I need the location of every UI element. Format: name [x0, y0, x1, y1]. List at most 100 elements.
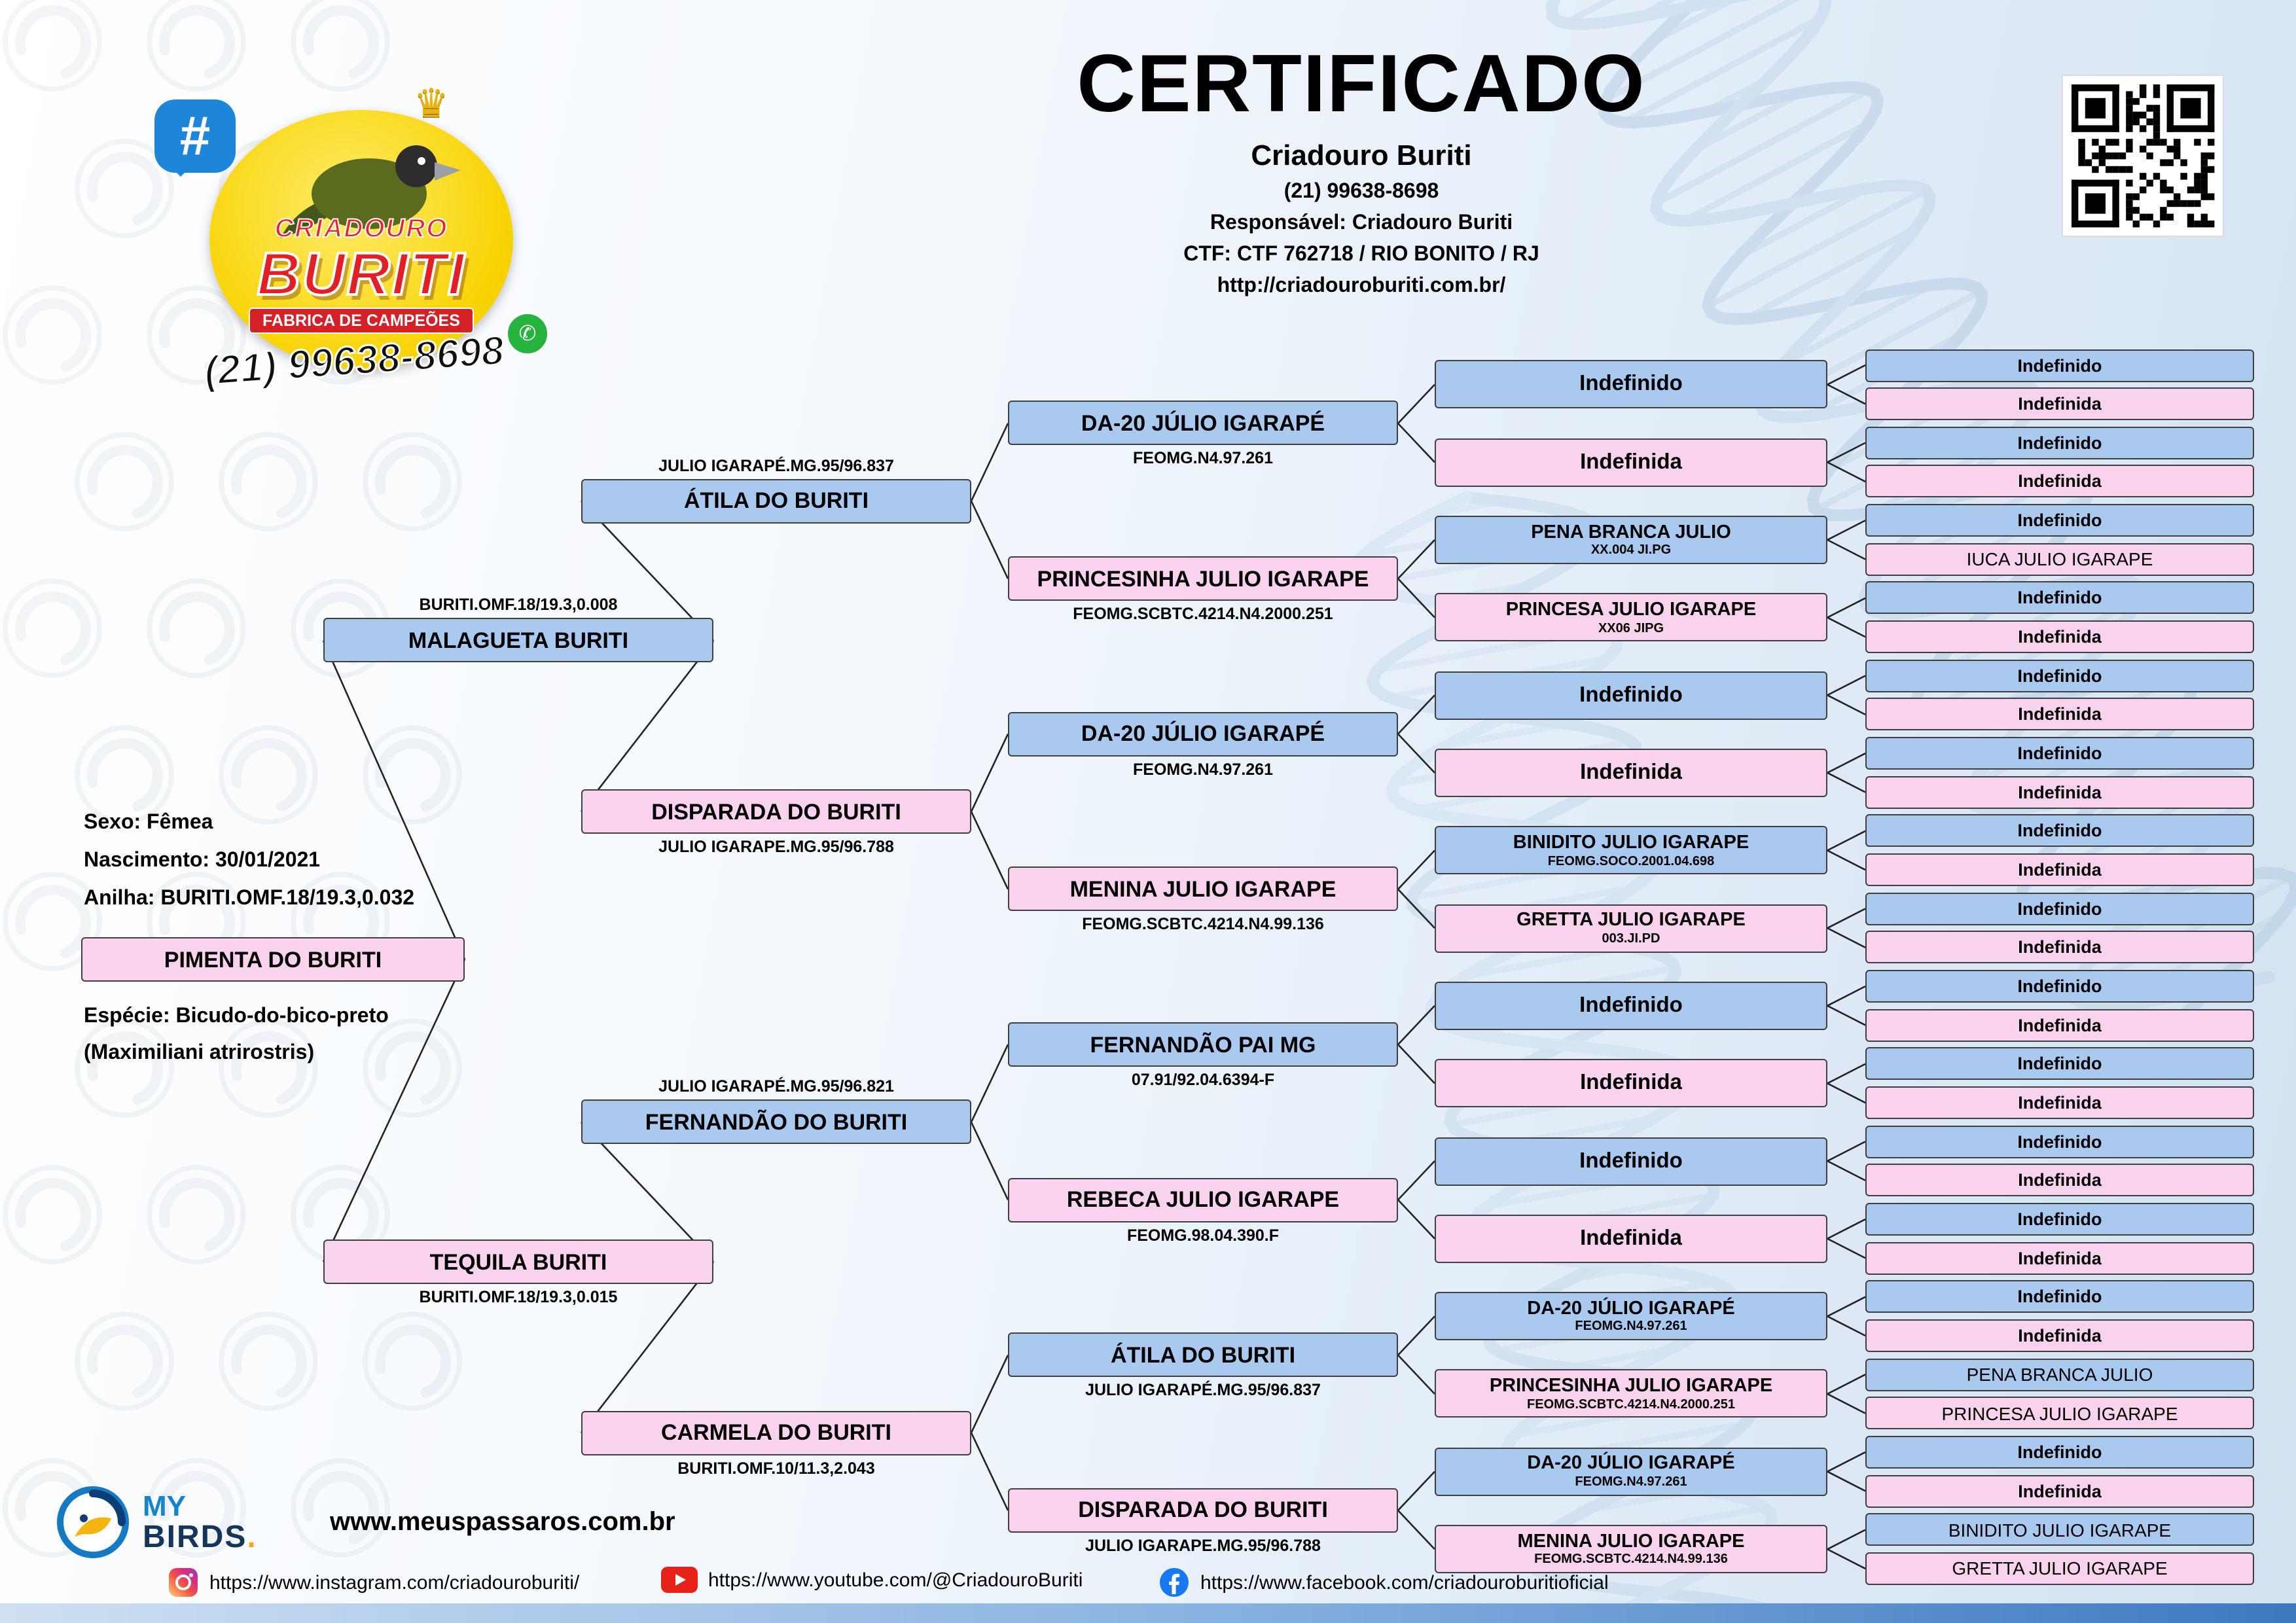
- pedigree-node-gen5-19: Indefinida: [1865, 1086, 2254, 1120]
- bird-name: Indefinido: [2017, 666, 2102, 686]
- subject-species: Espécie: Bicudo-do-bico-preto: [84, 1005, 389, 1027]
- brand-dot: .: [247, 1519, 257, 1555]
- pedigree-node-gen5-28: Indefinido: [1865, 1435, 2254, 1469]
- bird-name: Indefinida: [1580, 1071, 1682, 1095]
- subject-species-latin: (Maximiliani atrirostris): [84, 1042, 315, 1064]
- bird-name: Indefinido: [2017, 899, 2102, 919]
- pedigree-node-gen5-2: Indefinido: [1865, 426, 2254, 459]
- pedigree-node-gen5-31: GRETTA JULIO IGARAPE: [1865, 1552, 2254, 1585]
- bird-name: Indefinido: [2017, 1287, 2102, 1307]
- bird-name: Indefinido: [2017, 433, 2102, 453]
- bird-name: GRETTA JULIO IGARAPE: [1952, 1558, 2168, 1579]
- pedigree-node-gen5-5: IUCA JULIO IGARAPE: [1865, 543, 2254, 576]
- bird-name: Indefinido: [1579, 372, 1683, 396]
- bird-name: DA-20 JÚLIO IGARAPÉ: [1081, 410, 1325, 436]
- ring-number: FEOMG.N4.97.261: [1575, 1319, 1687, 1334]
- pedigree-node-gen5-21: Indefinida: [1865, 1164, 2254, 1197]
- subject-ring-number: Anilha: BURITI.OMF.18/19.3,0.032: [84, 887, 415, 910]
- pedigree-node-gen5-11: Indefinida: [1865, 776, 2254, 809]
- pedigree-node-gen5-10: Indefinido: [1865, 737, 2254, 770]
- bird-name: Indefinida: [2018, 1481, 2102, 1501]
- logo-banner-text: FABRICA DE CAMPEÕES: [248, 308, 475, 334]
- bird-name: ÁTILA DO BURITI: [1110, 1342, 1296, 1368]
- bird-name: Indefinida: [2018, 1326, 2102, 1346]
- bird-name: Indefinida: [2018, 782, 2102, 802]
- pedigree-node-gen5-26: PENA BRANCA JULIO: [1865, 1358, 2254, 1391]
- pedigree-node-gen3-7: DISPARADA DO BURITI JULIO IGARAPE.MG.95/9…: [1008, 1488, 1398, 1555]
- pedigree-node-gen5-4: Indefinido: [1865, 504, 2254, 537]
- bird-name: Indefinida: [1580, 450, 1682, 474]
- facebook-icon: [1160, 1568, 1189, 1597]
- bird-name: PENA BRANCA JULIO: [1966, 1364, 2153, 1385]
- bird-name: Indefinida: [2018, 860, 2102, 880]
- pedigree-node-gen5-12: Indefinido: [1865, 814, 2254, 847]
- bird-name: PRINCESINHA JULIO IGARAPE: [1489, 1376, 1773, 1397]
- pedigree-node-gen5-7: Indefinida: [1865, 620, 2254, 654]
- bird-name: Indefinida: [2018, 1248, 2102, 1268]
- bird-name: MENINA JULIO IGARAPE: [1069, 876, 1336, 902]
- bird-name: Indefinida: [1580, 1226, 1682, 1250]
- instagram-icon: [169, 1568, 198, 1597]
- pedigree-node-gen5-14: Indefinido: [1865, 892, 2254, 925]
- bird-name: Indefinido: [2017, 1054, 2102, 1074]
- logo-banner: FABRICA DE CAMPEÕES: [209, 308, 513, 334]
- bird-name: DISPARADA DO BURITI: [1078, 1497, 1328, 1523]
- pedigree-node-gen5-0: Indefinido: [1865, 349, 2254, 382]
- bird-name: PENA BRANCA JULIO: [1531, 522, 1731, 543]
- ring-number: BURITI.OMF.18/19.3,0.008: [419, 596, 618, 615]
- bird-name: FERNANDÃO DO BURITI: [645, 1109, 908, 1135]
- crown-icon: ♛: [414, 82, 449, 126]
- breeder-logo: ♛ # CRIADOURO BURITI FABRICA DE CAMPEÕES…: [154, 82, 560, 427]
- bird-name: FERNANDÃO PAI MG: [1090, 1032, 1316, 1058]
- bird-name: PRINCESINHA JULIO IGARAPE: [1037, 566, 1369, 592]
- breeder-phone: (21) 99638-8698: [1283, 181, 1439, 203]
- pedigree-node-gen5-27: PRINCESA JULIO IGARAPE: [1865, 1397, 2254, 1430]
- bird-name: Indefinida: [2018, 937, 2102, 957]
- pedigree-node-gen4-8: Indefinido: [1435, 981, 1827, 1030]
- pedigree-node-gen5-6: Indefinido: [1865, 581, 2254, 615]
- pedigree-node-gen5-24: Indefinido: [1865, 1280, 2254, 1313]
- ring-number: JULIO IGARAPE.MG.95/96.788: [1085, 1536, 1321, 1555]
- bird-name: Indefinida: [2018, 394, 2102, 414]
- pedigree-node-gen5-15: Indefinida: [1865, 931, 2254, 964]
- logo-line1: CRIADOURO: [274, 214, 448, 244]
- brand-birds-text: BIRDS: [143, 1519, 247, 1555]
- bird-name: DA-20 JÚLIO IGARAPÉ: [1527, 1453, 1735, 1474]
- facebook-url: https://www.facebook.com/criadouroburiti…: [1200, 1571, 1609, 1594]
- ring-number: 003.JI.PD: [1602, 931, 1660, 946]
- pedigree-node-gen5-9: Indefinida: [1865, 698, 2254, 731]
- bird-name: Indefinido: [2017, 588, 2102, 608]
- subject-birthdate: Nascimento: 30/01/2021: [84, 849, 321, 872]
- bird-name: DISPARADA DO BURITI: [651, 799, 901, 825]
- pedigree-node-gen4-10: Indefinido: [1435, 1137, 1827, 1186]
- certificate-header: CERTIFICADO Criadouro Buriti (21) 99638-…: [707, 44, 2016, 298]
- pedigree-node-gen5-3: Indefinida: [1865, 465, 2254, 498]
- bird-name: Indefinido: [2017, 821, 2102, 841]
- hashtag-bubble-icon: #: [154, 99, 236, 177]
- youtube-icon: [661, 1567, 698, 1593]
- bird-name: BINIDITO JULIO IGARAPE: [1513, 832, 1749, 853]
- bird-name: ÁTILA DO BURITI: [683, 488, 869, 514]
- logo-line2: BURITI: [256, 238, 466, 309]
- youtube-link: https://www.youtube.com/@CriadouroBuriti: [661, 1567, 1083, 1593]
- ring-number: JULIO IGARAPÉ.MG.95/96.837: [658, 456, 894, 475]
- breeder-name: Criadouro Buriti: [1251, 139, 1472, 171]
- bird-name: Indefinido: [2017, 1132, 2102, 1152]
- pedigree-node-gen5-22: Indefinido: [1865, 1203, 2254, 1236]
- bird-name: Indefinida: [2018, 704, 2102, 724]
- ring-number: FEOMG.N4.97.261: [1575, 1475, 1687, 1490]
- pedigree-node-gen4-0: Indefinido: [1435, 360, 1827, 409]
- bird-name: BINIDITO JULIO IGARAPE: [1948, 1519, 2172, 1541]
- breeder-responsible: Responsável: Criadouro Buriti: [1210, 212, 1513, 234]
- ring-number: FEOMG.N4.97.261: [1133, 449, 1273, 468]
